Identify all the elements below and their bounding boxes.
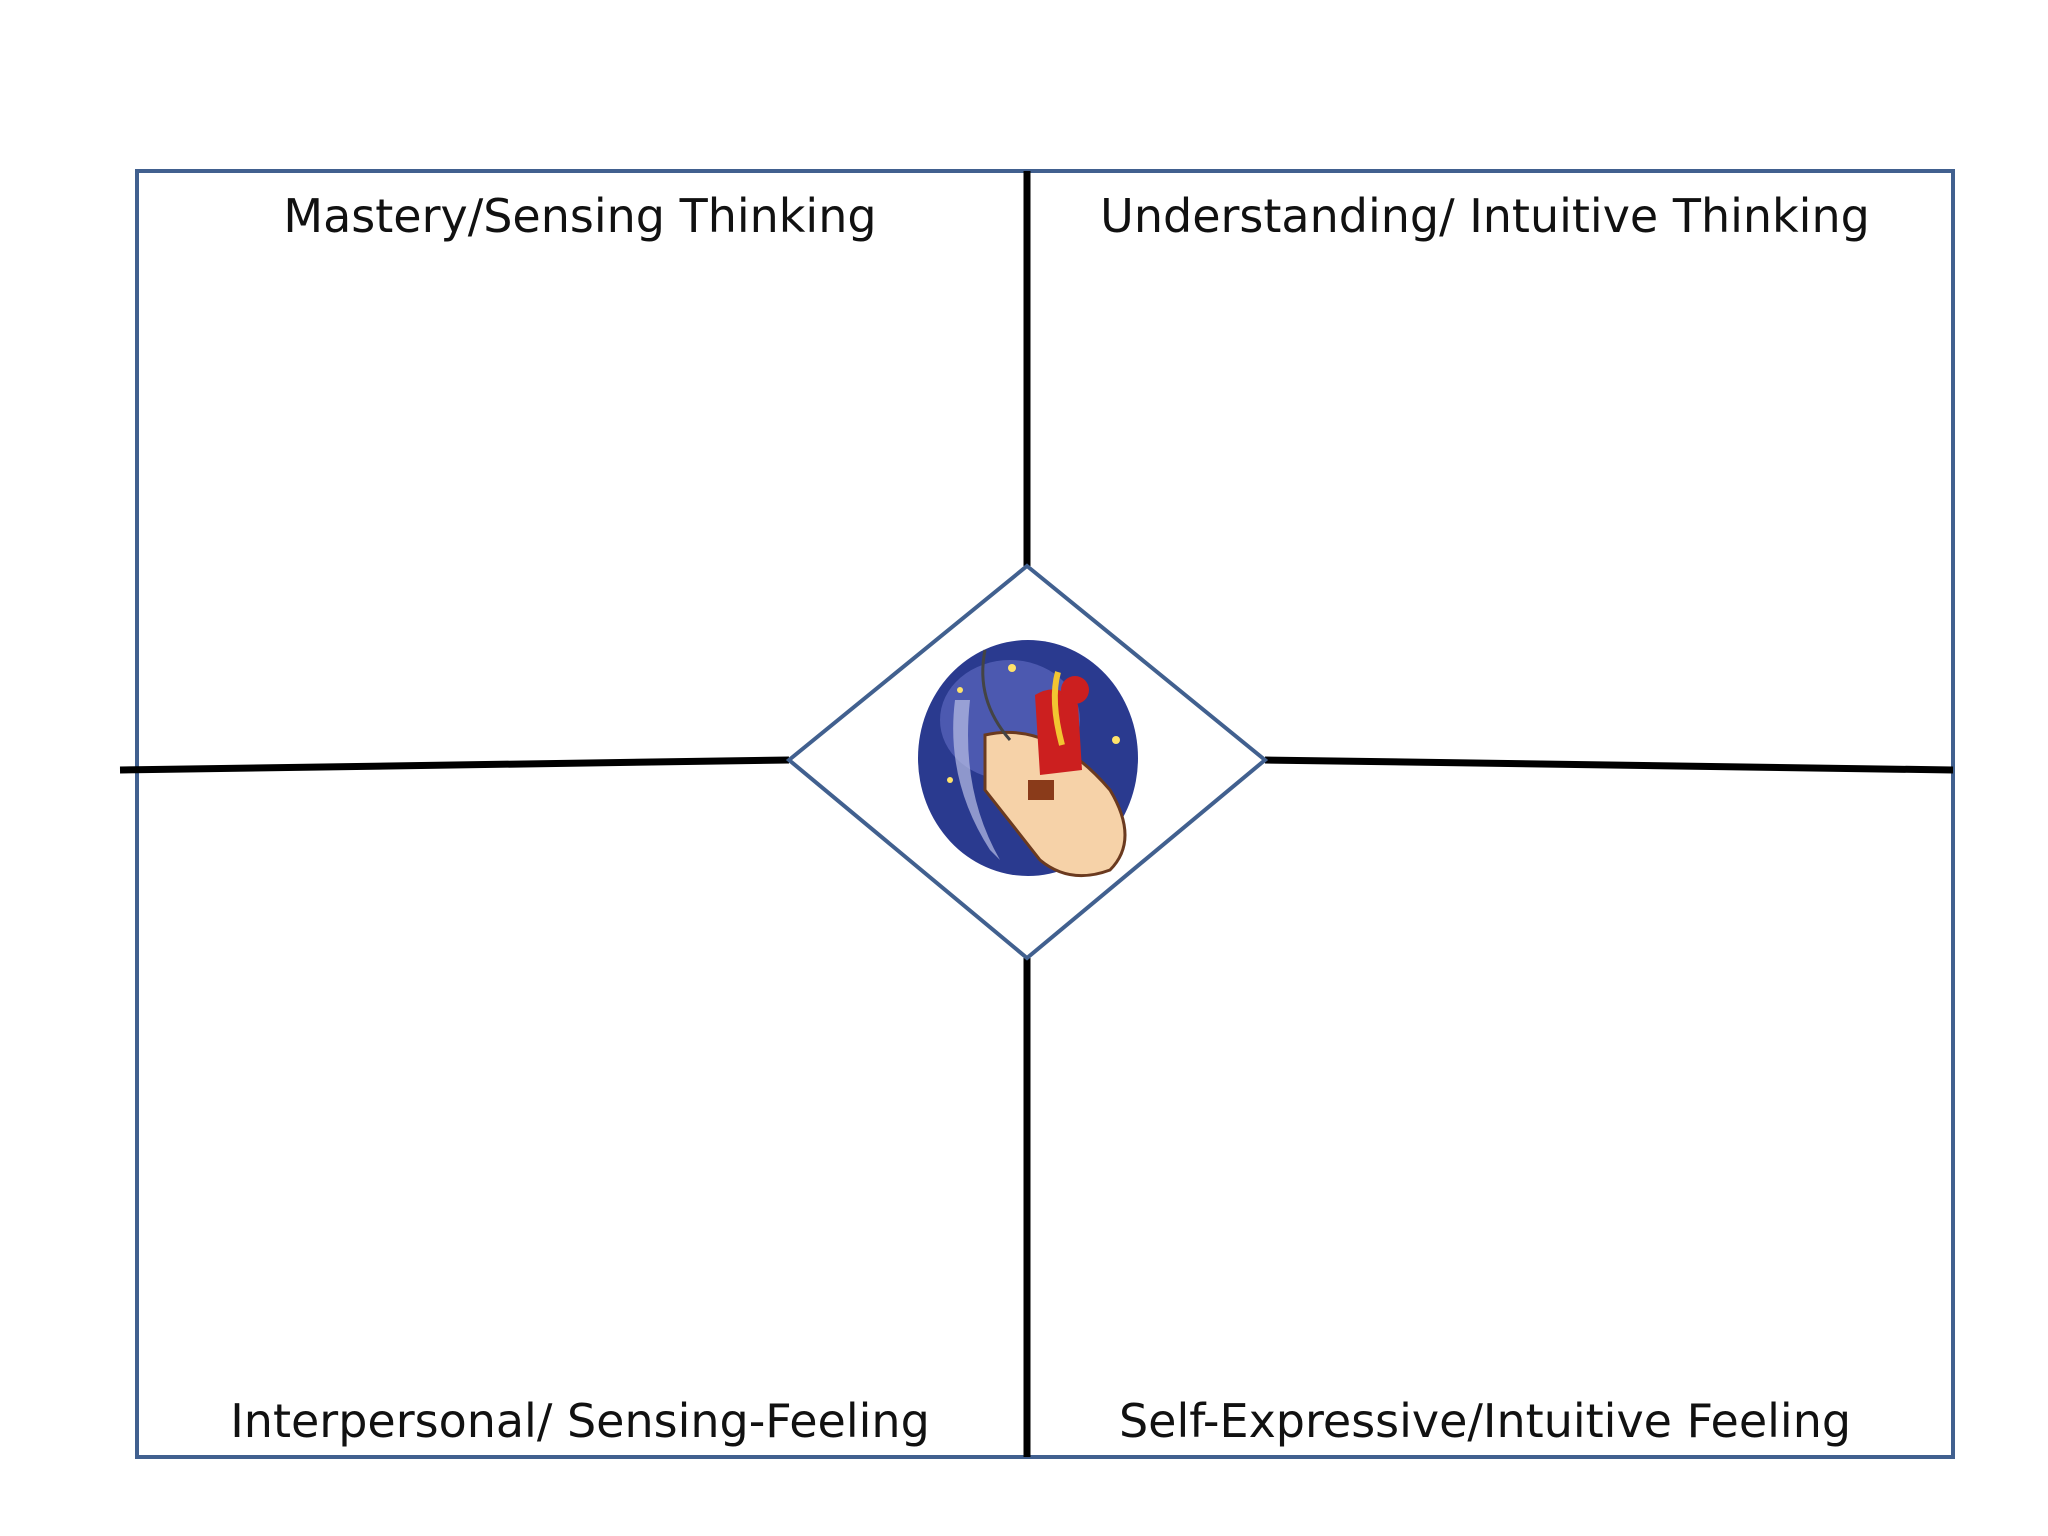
quadrant-label-top-right: Understanding/ Intuitive Thinking [1100, 189, 1870, 243]
outer-frame [135, 169, 1955, 1459]
quadrant-label-bottom-right: Self-Expressive/Intuitive Feeling [1118, 1394, 1852, 1448]
quadrant-label-top-left: Mastery/Sensing Thinking [283, 189, 877, 243]
divider-right [1264, 756, 1954, 774]
scientist-clipart-icon [918, 640, 1138, 878]
divider-left [119, 756, 790, 774]
quadrant-label-bottom-left: Interpersonal/ Sensing-Feeling [230, 1394, 930, 1448]
